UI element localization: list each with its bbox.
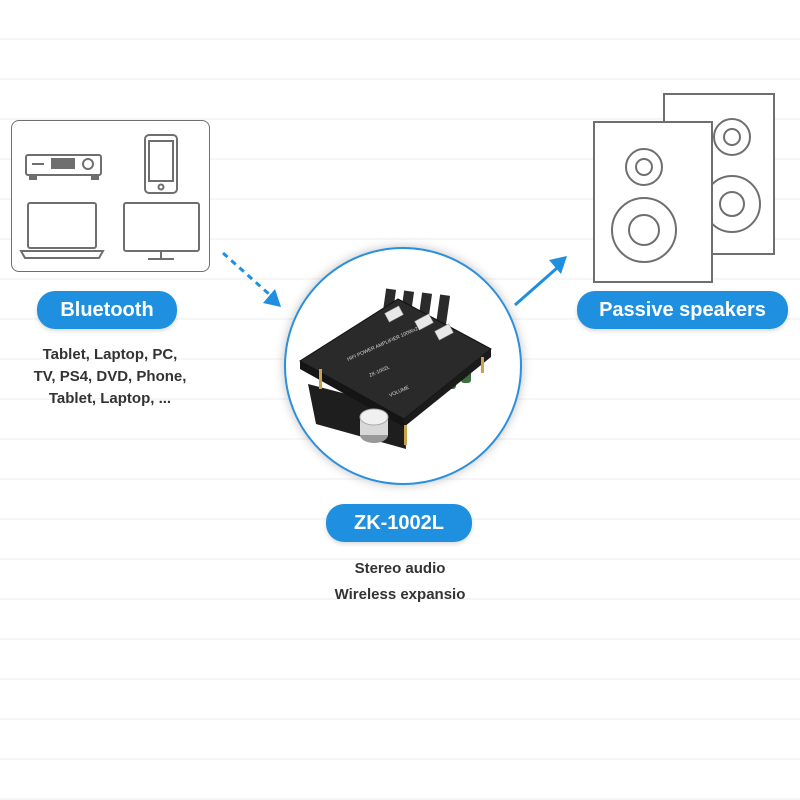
input-arrow-icon: [222, 251, 281, 307]
bluetooth-label: Bluetooth: [37, 291, 177, 329]
product-description: Stereo audio Wireless expansio: [300, 556, 500, 608]
receiver-icon: [25, 154, 102, 180]
passive-speakers-label: Passive speakers: [577, 291, 788, 329]
output-arrow-icon: [514, 256, 567, 307]
source-devices-panel: [11, 120, 210, 272]
monitor-icon: [123, 202, 200, 260]
source-description: Tablet, Laptop, PC, TV, PS4, DVD, Phone,…: [10, 344, 210, 410]
product-description-line: Stereo audio: [354, 560, 446, 577]
smartphone-icon: [144, 134, 178, 194]
source-description-line: Tablet, Laptop, PC,: [42, 346, 178, 363]
laptop-icon: [19, 202, 105, 259]
product-model-label: ZK-1002L: [326, 504, 472, 542]
source-devices-illustration: [19, 134, 200, 260]
product-description-line: Wireless expansio: [334, 586, 466, 603]
source-description-line: TV, PS4, DVD, Phone,: [33, 368, 187, 385]
speaker-icon: [593, 93, 775, 283]
source-description-line: Tablet, Laptop, ...: [48, 390, 172, 407]
amplifier-board-icon: HIFI POWER AMPLIFIER 100Wx2 ZK-1002L VOL…: [299, 288, 492, 449]
amplifier-image-frame: HIFI POWER AMPLIFIER 100Wx2 ZK-1002L VOL…: [284, 247, 522, 485]
